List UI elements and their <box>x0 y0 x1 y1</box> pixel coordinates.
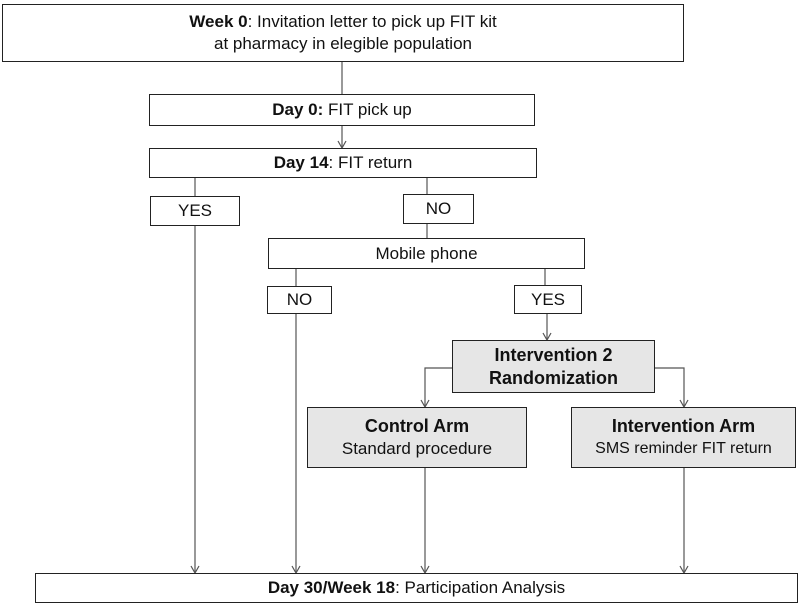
day0-text: FIT pick up <box>323 100 412 119</box>
final-box: Day 30/Week 18: Participation Analysis <box>35 573 798 603</box>
yes-box-right: YES <box>514 285 582 314</box>
randomization-box: Intervention 2 Randomization <box>452 340 655 393</box>
arrow-randomization-intervention <box>655 367 689 409</box>
day0-box: Day 0: FIT pick up <box>149 94 535 126</box>
yes-left-label: YES <box>177 201 213 220</box>
no-left-label: NO <box>286 290 313 309</box>
final-text: : Participation Analysis <box>395 578 566 597</box>
mobile-phone-box: Mobile phone <box>268 238 585 269</box>
final-bold: Day 30/Week 18 <box>267 578 396 597</box>
randomization-line1: Intervention 2 <box>494 344 613 365</box>
no-box-top: NO <box>403 194 474 224</box>
day14-bold: Day 14 <box>273 153 329 172</box>
yes-box-left: YES <box>150 196 240 226</box>
control-arm-box: Control Arm Standard procedure <box>307 407 527 468</box>
day14-text: : FIT return <box>328 153 413 172</box>
randomization-line2: Randomization <box>489 367 618 388</box>
week0-line2: at pharmacy in elegible population <box>213 34 472 53</box>
control-title: Control Arm <box>364 416 470 436</box>
control-subtitle: Standard procedure <box>341 439 493 458</box>
week0-bold: Week 0 <box>189 12 248 31</box>
arrow-randomization-control <box>420 367 452 409</box>
day0-bold: Day 0: <box>272 100 324 119</box>
intervention-arm-box: Intervention Arm SMS reminder FIT return <box>571 407 796 468</box>
no-box-left: NO <box>267 286 332 314</box>
mobile-label: Mobile phone <box>375 243 478 263</box>
yes-right-label: YES <box>530 289 566 309</box>
no-top-label: NO <box>425 199 452 218</box>
day14-box: Day 14: FIT return <box>149 148 537 178</box>
week0-text: : Invitation letter to pick up FIT kit <box>247 12 497 31</box>
week0-box: Week 0: Invitation letter to pick up FIT… <box>2 4 684 62</box>
intervention-subtitle: SMS reminder FIT return <box>595 440 772 457</box>
intervention-title: Intervention Arm <box>611 416 756 436</box>
